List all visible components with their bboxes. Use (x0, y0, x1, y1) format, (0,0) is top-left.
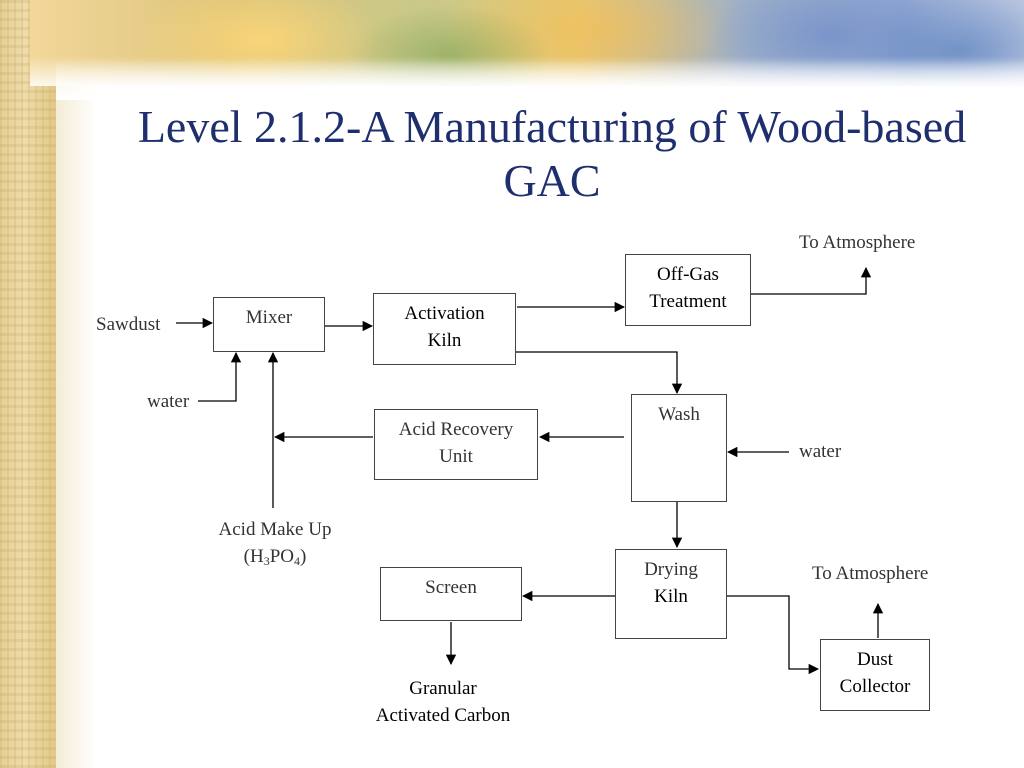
acid-recovery-label-2: Unit (439, 446, 473, 467)
acid-makeup-label: Acid Make Up (H3PO4) (205, 516, 345, 570)
drying-kiln-label-1: Drying (644, 559, 698, 580)
water-mixer-label: water (147, 391, 190, 412)
water-wash-label: water (799, 441, 842, 462)
acid-makeup-formula: (H3PO4) (243, 546, 307, 568)
acid-recovery-label-1: Acid Recovery (398, 419, 514, 440)
gac-line2: Activated Carbon (375, 705, 511, 726)
slide-title: Level 2.1.2-A Manufacturing of Wood-base… (137, 101, 967, 206)
arrow-offgas-to-atmosphere (751, 266, 872, 295)
mixer-label: Mixer (245, 307, 293, 328)
left-texture-strip (0, 0, 56, 768)
to-atmosphere-label-top: To Atmosphere (799, 232, 916, 253)
gac-line1: Granular (409, 678, 477, 699)
screen-box: Screen (380, 567, 522, 621)
dust-collector-label-2: Collector (839, 676, 911, 697)
gac-output-label: Granular Activated Carbon (353, 675, 533, 729)
off-gas-label-1: Off-Gas (657, 264, 719, 285)
mixer-box: Mixer (213, 297, 325, 352)
banner-fade (56, 60, 1024, 100)
to-atmosphere-label-bottom: To Atmosphere (812, 563, 929, 584)
sawdust-label: Sawdust (96, 314, 161, 335)
arrow-kiln-to-wash (512, 351, 683, 395)
screen-label: Screen (425, 577, 477, 598)
drying-kiln-label-2: Kiln (654, 586, 688, 607)
arrow-drying-to-dust-collector (727, 595, 820, 675)
off-gas-label-2: Treatment (649, 291, 727, 312)
activation-kiln-label-2: Kiln (427, 330, 462, 351)
activation-kiln-label-1: Activation (404, 303, 485, 324)
dust-collector-label-1: Dust (857, 649, 893, 670)
arrow-water-to-mixer (198, 351, 242, 402)
left-fade (56, 0, 96, 768)
wash-box: Wash (631, 394, 727, 502)
acid-makeup-line1: Acid Make Up (218, 519, 332, 540)
wash-label: Wash (658, 404, 700, 425)
